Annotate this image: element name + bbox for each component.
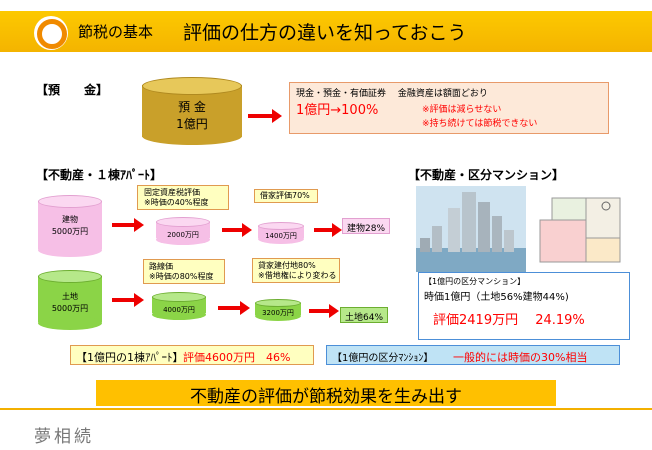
apartment-label: 【不動産・１棟ｱﾊﾟｰﾄ】 [36,168,163,182]
land-cyl-name: 土地 [62,292,78,301]
building-cyl-value: 5000万円 [51,227,89,236]
deposit-cyl-name: 預 金 [178,100,206,114]
mansion-summary: 【1億円の区分ﾏﾝｼｮﾝ】 一般的には時価の30%相当 [326,345,620,365]
building-note2-text: 借家評価70% [260,191,310,200]
building-step2-value: 1400万円 [265,232,297,240]
deposit-note: 現金・預金・有価証券 金融資産は額面どおり 1億円→100% ※評価は減らせない… [289,82,609,134]
apartment-summary: 【1億円の1棟ｱﾊﾟｰﾄ】 評価4600万円 46% [70,345,314,365]
land-cyl-value: 5000万円 [51,304,89,313]
land-note1-line1: 路線価 [149,262,173,271]
building-result-text: 建物28% [347,224,386,234]
header-subtitle: 節税の基本 [78,23,154,41]
apartment-summary-value: 評価4600万円 46% [183,351,291,364]
building-note2: 借家評価70% [254,189,318,203]
mansion-summary-prefix: 【1億円の区分ﾏﾝｼｮﾝ】 [332,353,434,364]
logo-icon [34,16,68,50]
land-note1-line2: ※時価の80%程度 [149,272,214,281]
arrow-right-icon [314,223,342,237]
building-step1-cylinder: 2000万円 [156,217,210,245]
mansion-info-header: 【1億円の区分マンション】 [424,277,526,286]
building-note1-line1: 固定資産税評価 [144,188,200,197]
land-result-text: 土地64% [345,313,384,323]
land-result: 土地64% [340,307,388,323]
mansion-summary-value: 一般的には時価の30%相当 [453,351,588,364]
arrow-right-icon [218,301,250,315]
deposit-cyl-value: 1億円 [176,117,208,131]
building-cyl-name: 建物 [62,215,78,224]
conclusion-text: 不動産の評価が節税効果を生み出す [190,387,462,407]
deposit-label: 【預 金】 [36,83,109,97]
land-cylinder: 土地 5000万円 [38,270,102,330]
apartment-summary-prefix: 【1億円の1棟ｱﾊﾟｰﾄ】 [76,351,184,364]
footer-logo-text: 夢相続 [34,427,94,447]
land-step1-cylinder: 4000万円 [152,292,206,320]
building-result: 建物28% [342,218,390,234]
building-step1-value: 2000万円 [167,231,199,239]
mansion-info-line: 時価1億円（土地56%建物44%) [424,292,569,303]
header-bar [0,11,652,52]
deposit-note-value: 1億円→100% [296,103,379,118]
land-step2-value: 3200万円 [262,309,294,317]
mansion-info-value: 評価2419万円 24.19% [433,313,585,328]
floor-plan [534,190,626,268]
building-step2-cylinder: 1400万円 [258,222,304,244]
mansion-photo [416,186,526,272]
arrow-right-icon [222,223,252,237]
arrow-right-icon [248,109,282,123]
building-cylinder: 建物 5000万円 [38,195,102,257]
arrow-right-icon [112,293,144,307]
deposit-note-line2: ※評価は減らせない [422,105,502,115]
land-note2-line1: 貸家建付地80% [258,261,316,270]
building-note1: 固定資産税評価 ※時価の40%程度 [137,185,229,210]
land-note2-line2: ※借地権により変わる [258,271,337,280]
mansion-label: 【不動産・区分マンション】 [408,168,565,182]
land-note2: 貸家建付地80% ※借地権により変わる [252,258,340,283]
footer-divider [0,408,652,410]
arrow-right-icon [309,304,339,318]
mansion-info: 【1億円の区分マンション】 時価1億円（土地56%建物44%) 評価2419万円… [418,272,630,340]
land-note1: 路線価 ※時価の80%程度 [143,259,225,284]
conclusion-banner: 不動産の評価が節税効果を生み出す [96,380,556,407]
land-step1-value: 4000万円 [163,306,195,314]
page-title: 評価の仕方の違いを知っておこう [183,22,467,44]
building-note1-line2: ※時価の40%程度 [144,198,209,207]
deposit-note-line3: ※持ち続けては節税できない [422,119,538,129]
deposit-cylinder: 預 金 1億円 [142,77,242,145]
arrow-right-icon [112,218,144,232]
deposit-note-text: 現金・預金・有価証券 金融資産は額面どおり [296,89,488,99]
land-step2-cylinder: 3200万円 [255,299,301,321]
